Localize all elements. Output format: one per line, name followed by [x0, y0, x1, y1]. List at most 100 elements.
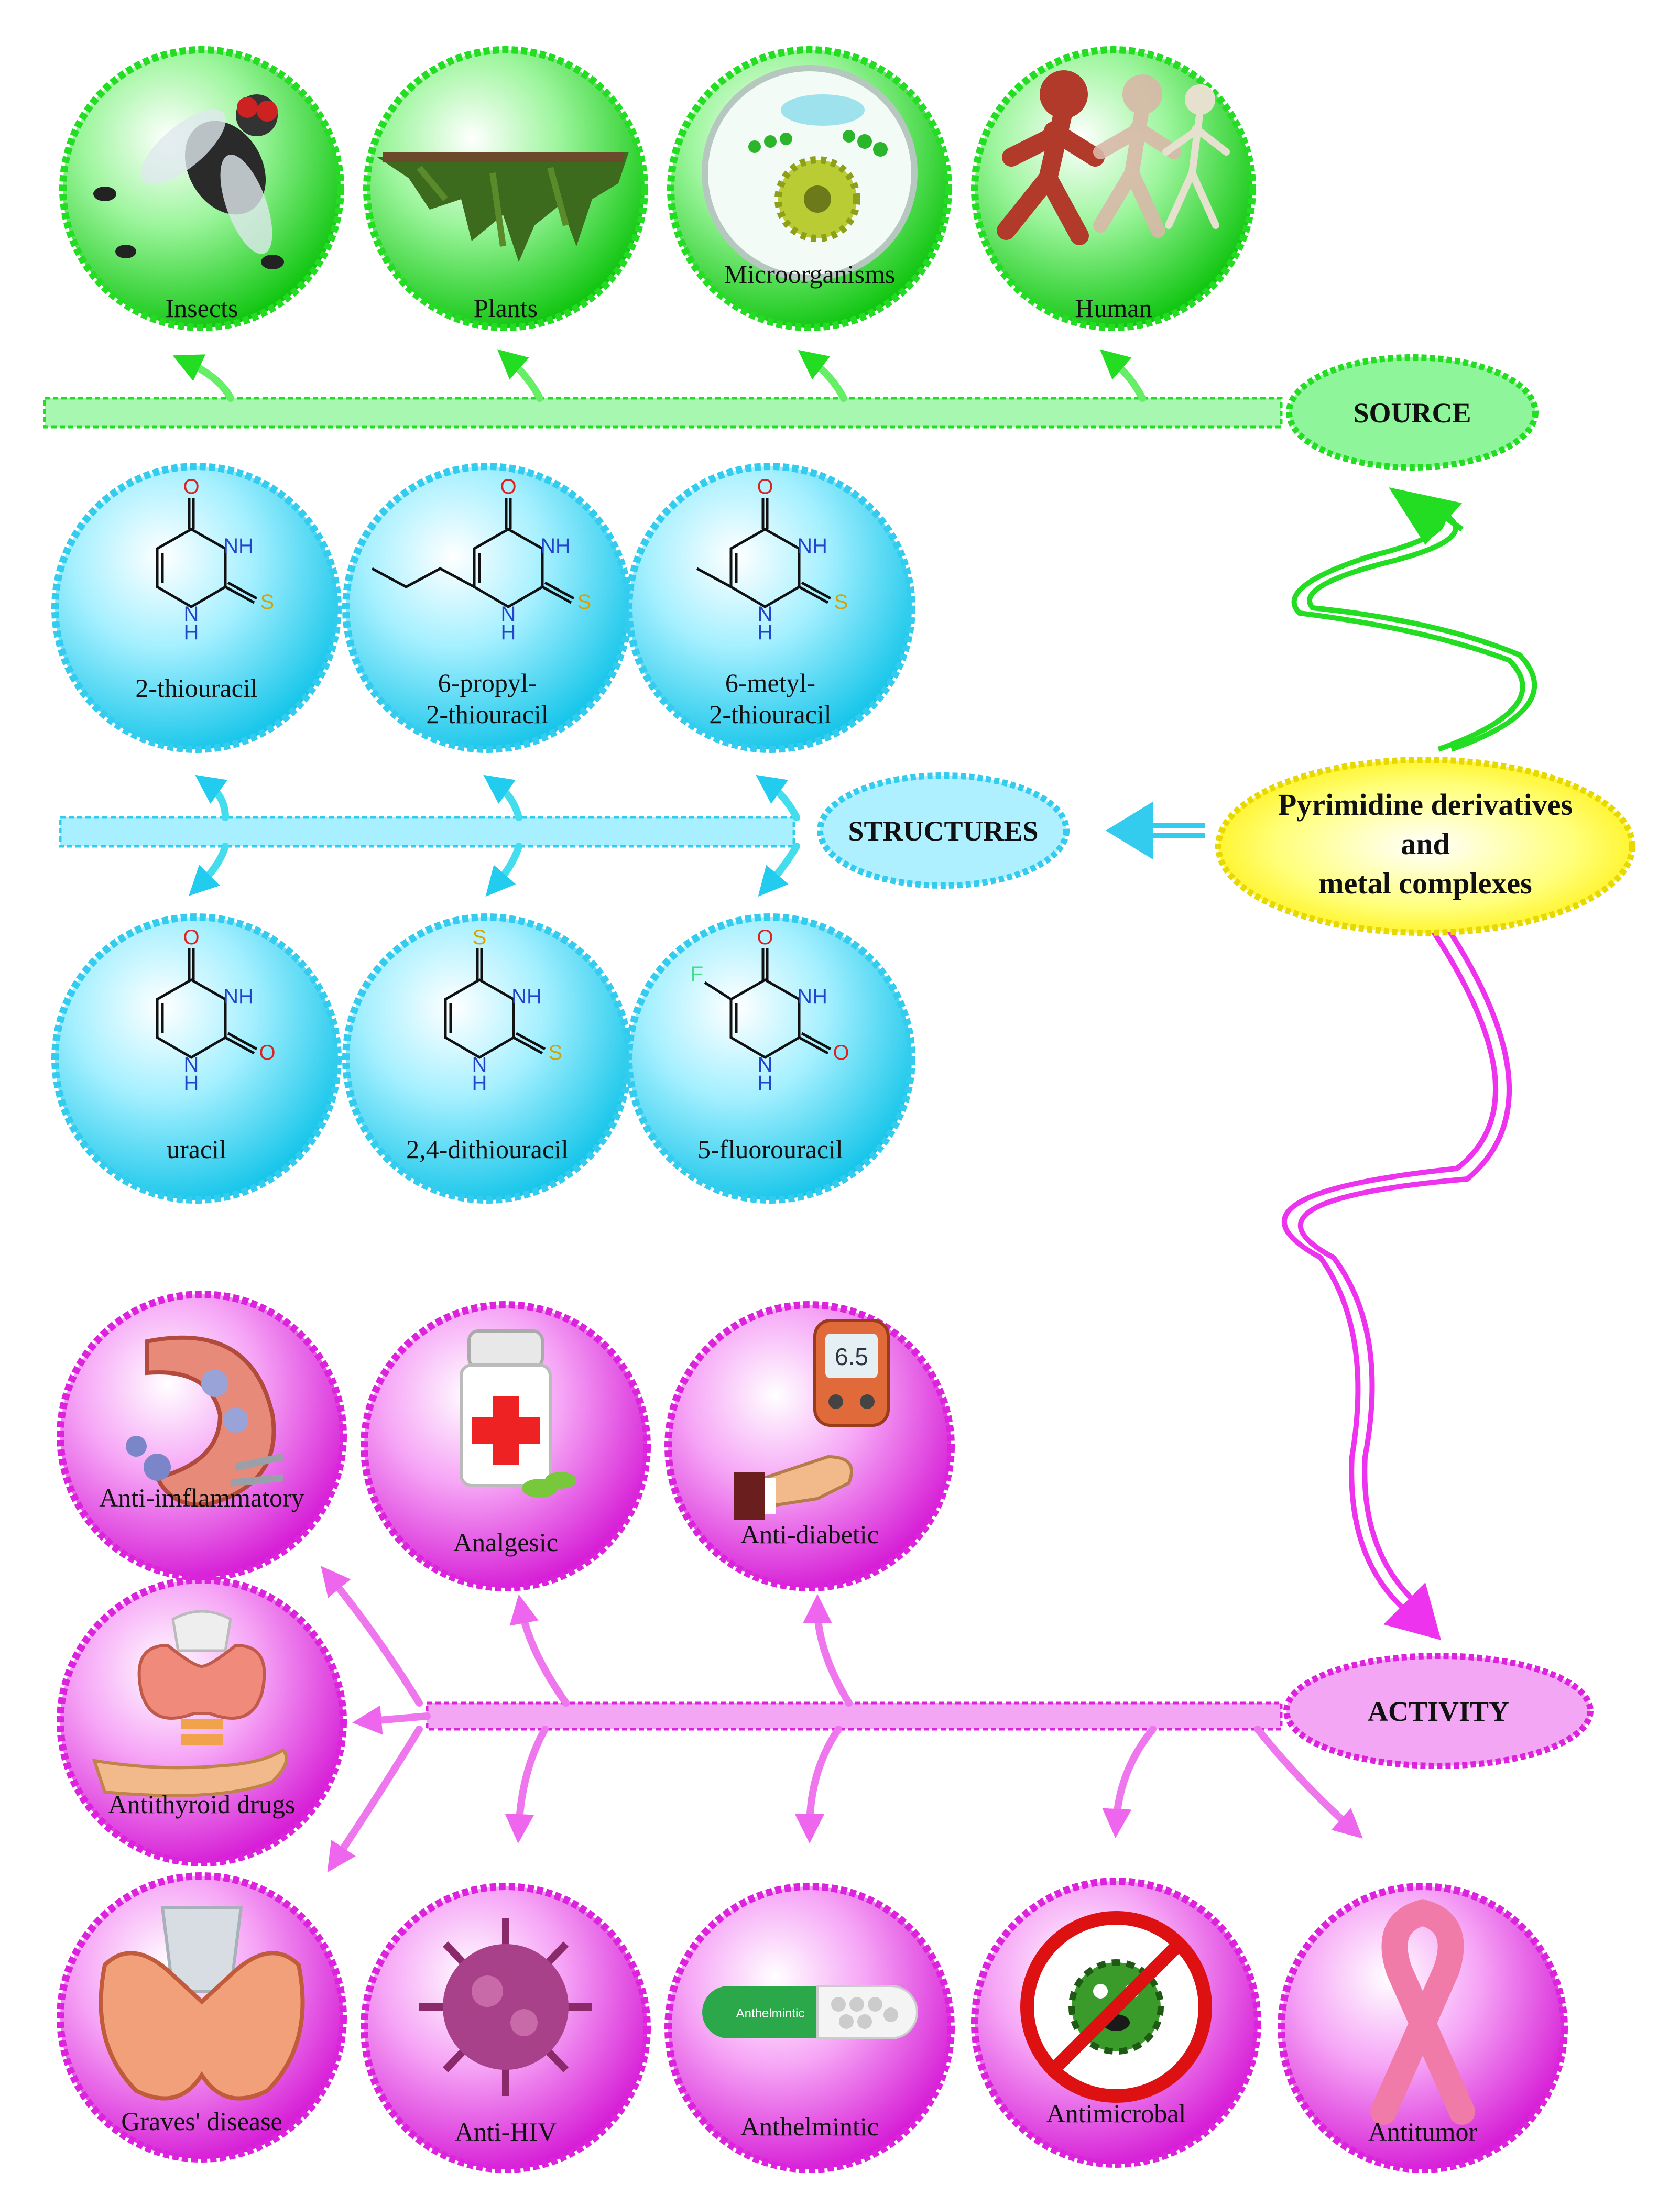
center-label-line-1: Pyrimidine derivatives — [1278, 788, 1573, 822]
structure-label-5-fluorouracil: 5-fluorouracil — [697, 1134, 843, 1164]
source-label-human: Human — [1075, 293, 1152, 323]
activity-circle-anthelmintic: Anthelmintic Anthelmintic — [664, 1883, 955, 2173]
pink-ribbon-icon — [1370, 1899, 1475, 2125]
activity-label-anti-diabetic: Anti-diabetic — [740, 1520, 879, 1549]
source-circle-insects: Insects — [59, 46, 344, 331]
svg-text:F: F — [691, 963, 703, 986]
glucometer-icon: 6.5 — [734, 1319, 890, 1520]
virus-icon — [419, 1918, 592, 2096]
source-circle-plants: Plants — [363, 46, 648, 331]
activity-circle-antimicrobal: Antimicrobal — [971, 1878, 1261, 2168]
molecule-2-thiouracil: O NH N H S — [156, 475, 275, 644]
activity-branch-arrows — [321, 1566, 1363, 1873]
svg-text:O: O — [757, 475, 773, 498]
molecule-5-fluorouracil: O NH N H O F — [691, 926, 849, 1095]
structure-circle-6-metyl-2-thiouracil: O NH N H S 6-metyl- 2-thiouracil — [625, 463, 915, 753]
molecule-uracil: O NH N H O — [156, 926, 276, 1095]
human-anatomy-icon — [997, 70, 1230, 245]
svg-text:S: S — [577, 591, 592, 614]
connector-to-source — [1291, 500, 1537, 752]
medicine-bottle-icon — [460, 1329, 576, 1498]
svg-text:NH: NH — [223, 534, 254, 558]
svg-text:N: N — [472, 1053, 487, 1076]
source-bar — [43, 397, 1283, 429]
svg-text:2-thiouracil: 2-thiouracil — [426, 700, 548, 729]
source-label-insects: Insects — [166, 293, 238, 323]
capsule-icon: Anthelmintic — [702, 1985, 918, 2039]
arrowhead-to-source — [1389, 487, 1462, 545]
activity-circle-antitumor: Antitumor — [1278, 1883, 1568, 2173]
hub-activity: ACTIVITY — [1283, 1653, 1594, 1769]
svg-text:S: S — [473, 926, 487, 949]
source-label-plants: Plants — [474, 293, 538, 323]
svg-text:S: S — [260, 591, 275, 614]
svg-text:5-fluorouracil: 5-fluorouracil — [697, 1134, 843, 1164]
svg-text:2,4-dithiouracil: 2,4-dithiouracil — [406, 1134, 569, 1164]
svg-text:NH: NH — [223, 985, 254, 1008]
svg-text:6-metyl-: 6-metyl- — [725, 668, 815, 697]
activity-circle-anti-imflammatory: Anti-imflammatory — [57, 1291, 347, 1581]
svg-text:NH: NH — [797, 985, 827, 1008]
activity-circle-analgesic: Analgesic — [361, 1301, 651, 1591]
molecule-6-propyl-2-thiouracil: O NH N H S — [371, 475, 592, 644]
activity-circle-anti-hiv: Anti-HIV — [361, 1883, 651, 2173]
svg-text:O: O — [500, 475, 516, 498]
svg-text:H: H — [501, 621, 516, 644]
svg-text:O: O — [757, 926, 773, 949]
no-microbe-icon — [1020, 1911, 1212, 2103]
molecule-6-metyl-2-thiouracil: O NH N H S — [696, 475, 848, 644]
activity-label-antimicrobal: Antimicrobal — [1046, 2099, 1186, 2128]
svg-text:uracil: uracil — [167, 1134, 226, 1164]
activity-label-analgesic: Analgesic — [453, 1527, 558, 1557]
svg-text:O: O — [183, 475, 199, 498]
fly-icon — [93, 94, 284, 269]
svg-text:N: N — [758, 1053, 773, 1076]
structure-label-6-propyl-2-thiouracil: 6-propyl- 2-thiouracil — [426, 668, 548, 729]
structures-branch-arrows — [189, 774, 800, 897]
svg-text:H: H — [184, 1072, 199, 1095]
svg-text:N: N — [501, 603, 516, 626]
source-label-microorganisms: Microorganisms — [724, 259, 896, 289]
activity-label-antitumor: Antitumor — [1368, 2117, 1478, 2146]
structure-circle-uracil: O NH N H O uracil — [51, 913, 342, 1204]
arrow-to-plants — [497, 349, 543, 402]
arrowhead-to-structures — [1106, 802, 1153, 859]
svg-text:H: H — [472, 1072, 487, 1095]
structure-circle-2-thiouracil: O NH N H S 2-thiouracil — [51, 463, 342, 753]
structure-circle-6-propyl-2-thiouracil: O NH N H S 6-propyl- 2-thiouracil — [342, 463, 632, 753]
structure-label-2-thiouracil: 2-thiouracil — [135, 673, 257, 703]
center-label-line-3: metal complexes — [1318, 866, 1532, 900]
activity-circle-anti-diabetic: 6.5 Anti-diabetic — [664, 1301, 955, 1591]
svg-text:H: H — [184, 621, 199, 644]
thyroid-hand-icon — [92, 1610, 288, 1797]
connector-to-activity — [1281, 921, 1512, 1616]
activity-label-anthelmintic: Anthelmintic — [740, 2112, 879, 2141]
svg-text:NH: NH — [797, 534, 827, 558]
activity-label-anti-imflammatory: Anti-imflammatory — [99, 1483, 304, 1512]
structure-circle-2-4-dithiouracil: S NH N H S 2,4-dithiouracil — [342, 913, 632, 1204]
center-node: Pyrimidine derivatives and metal complex… — [1215, 757, 1635, 936]
svg-text:O: O — [183, 926, 199, 949]
svg-text:6-propyl-: 6-propyl- — [438, 668, 537, 697]
svg-text:NH: NH — [540, 534, 571, 558]
arrow-to-microorganisms — [798, 350, 847, 402]
structure-label-6-metyl-2-thiouracil: 6-metyl- 2-thiouracil — [709, 668, 831, 729]
svg-text:S: S — [834, 591, 848, 614]
microorganism-icon — [702, 65, 918, 281]
activity-label-antithyroid-drugs: Antithyroid drugs — [108, 1789, 296, 1819]
source-branch-arrows — [172, 349, 1146, 402]
svg-text:2-thiouracil: 2-thiouracil — [135, 673, 257, 703]
svg-text:H: H — [758, 1072, 773, 1095]
svg-text:2-thiouracil: 2-thiouracil — [709, 700, 831, 729]
enlarged-thyroid-icon — [99, 1906, 305, 2101]
svg-text:O: O — [259, 1041, 275, 1064]
glucometer-reading: 6.5 — [835, 1343, 868, 1370]
structures-bar — [59, 816, 795, 848]
source-circle-microorganisms: Microorganisms — [667, 46, 952, 331]
center-label-line-2: and — [1401, 827, 1450, 861]
structure-circle-5-fluorouracil: O NH N H O F 5-fluorouracil — [625, 913, 915, 1204]
activity-label-graves-disease: Graves' disease — [121, 2106, 282, 2136]
activity-label-anti-hiv: Anti-HIV — [455, 2117, 557, 2146]
svg-text:N: N — [184, 1053, 199, 1076]
